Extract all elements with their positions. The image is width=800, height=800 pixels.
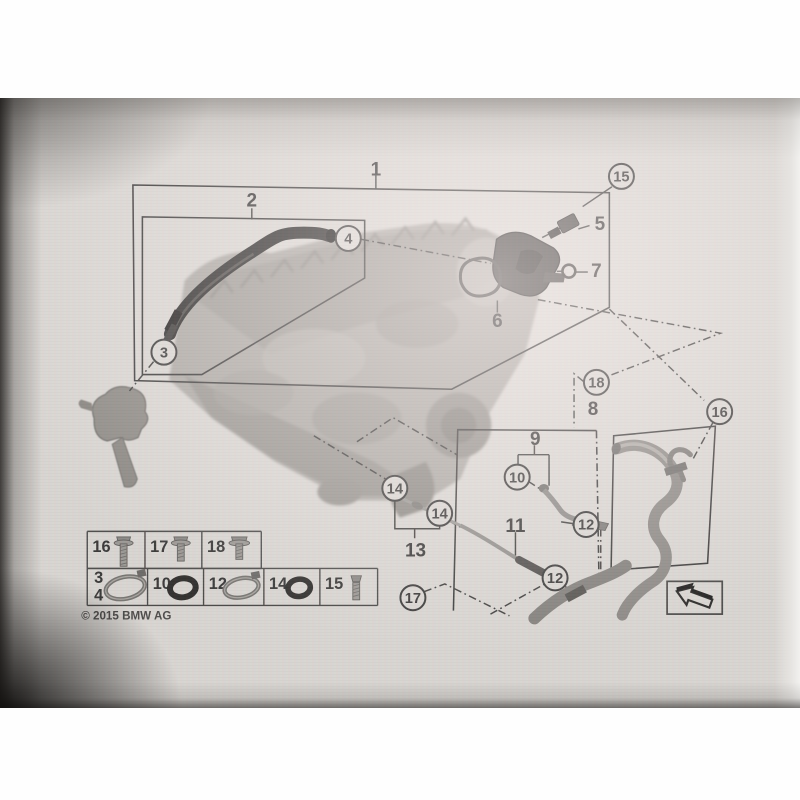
callout-circle-3: 3 [150, 338, 178, 366]
part-label-7: 7 [591, 261, 602, 282]
engine-detail-blob [375, 299, 459, 348]
callout-number: 14 [387, 481, 404, 497]
part-label-8: 8 [588, 399, 599, 420]
engine-detail-blob [213, 370, 294, 416]
copyright-text: © 2015 BMW AG [81, 609, 171, 622]
flange-stub [111, 436, 138, 488]
legend-number-18: 18 [207, 538, 225, 556]
callout-circle-16: 16 [706, 398, 734, 426]
callout-number: 10 [509, 470, 525, 486]
legend-number-17: 17 [150, 538, 168, 556]
leader-box1-to-16 [608, 308, 705, 401]
callout-number: 18 [588, 375, 604, 391]
callout-circle-12: 12 [572, 510, 600, 538]
leader-5 [578, 224, 590, 230]
turbocharger-inlet [441, 408, 476, 443]
vent-pipe-rubber-end [515, 555, 549, 578]
callout-number: 17 [405, 591, 421, 607]
callout-circle-15: 15 [607, 162, 635, 190]
flange-tab [78, 399, 94, 412]
o-ring-icon [166, 575, 199, 601]
callout-number: 14 [431, 506, 448, 522]
callout-circle-14: 14 [381, 474, 409, 502]
hose-clamp-screw-icon [222, 570, 261, 600]
leader-12a [561, 521, 574, 525]
part-label-13: 13 [405, 540, 426, 561]
callout-circle-4: 4 [334, 224, 362, 252]
callout-number: 16 [712, 405, 728, 421]
legend-number-15: 15 [325, 575, 343, 593]
o-ring-part-7 [561, 263, 577, 279]
hose-clamp-icon [103, 568, 147, 602]
photo-bottom-margin [0, 708, 800, 800]
leader-v-to-18 [537, 298, 724, 380]
direction-arrow-icon [675, 582, 714, 610]
bolt-medium-icon [170, 536, 191, 562]
callout-number: 12 [547, 571, 563, 587]
direction-arrow-box [666, 580, 724, 615]
part-label-11: 11 [505, 516, 525, 537]
callout-number: 15 [613, 170, 629, 186]
callout-number: 12 [578, 518, 594, 534]
part-label-9: 9 [530, 429, 541, 450]
part-label-2: 2 [247, 191, 258, 212]
leader-10-to-pipe [527, 480, 541, 490]
o-ring-small-icon [285, 576, 314, 600]
clamp-tab [136, 568, 147, 578]
leader-18-to-box8 [573, 372, 584, 428]
region-box-8-right-edge [595, 430, 600, 583]
clamp-screw-housing [250, 570, 261, 580]
legend-number-16: 16 [92, 538, 110, 556]
vent-pipe-open-end [325, 228, 337, 243]
part-label-5: 5 [595, 214, 606, 235]
coolant-flange-part [78, 386, 149, 488]
callout-circle-17: 17 [399, 584, 427, 612]
bolt-long-icon [113, 536, 134, 567]
engine-detail-blob [317, 477, 363, 506]
callout-circle-18: 18 [582, 368, 610, 396]
callout-circle-14: 14 [426, 499, 454, 527]
temperature-sensor-part-5 [547, 213, 580, 240]
callout-circle-12: 12 [541, 564, 569, 592]
bolt-flange-icon [228, 536, 251, 560]
leader-15 [582, 186, 613, 208]
engine-detail-blob [312, 392, 402, 445]
legend-number-14: 14 [269, 575, 288, 593]
leader-3-to-part [128, 361, 155, 392]
photo-top-margin [0, 0, 800, 98]
callout-circle-10: 10 [503, 463, 531, 491]
callout-number: 3 [160, 345, 168, 361]
part-label-1: 1 [371, 160, 382, 181]
callout-number: 4 [344, 232, 353, 248]
screw-icon [350, 575, 362, 601]
part-label-6: 6 [492, 311, 503, 332]
